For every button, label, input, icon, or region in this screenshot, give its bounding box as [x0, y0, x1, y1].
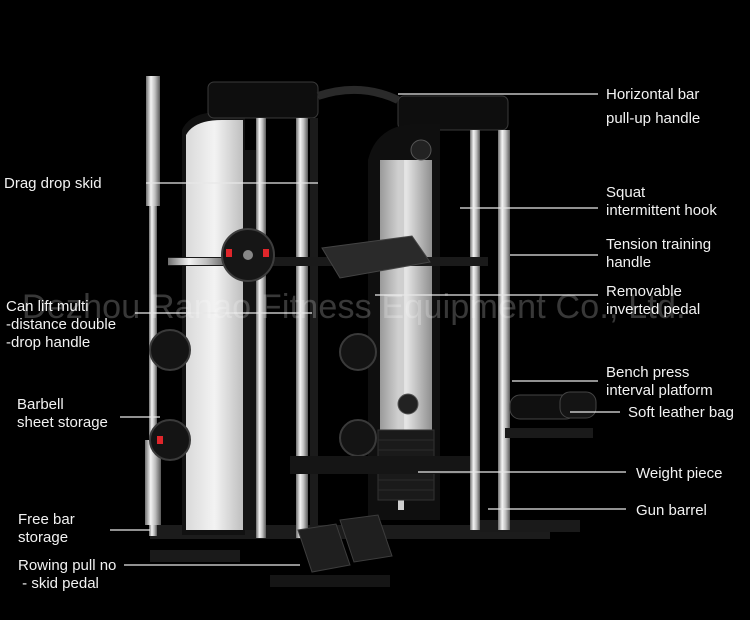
label-soft-leather: Soft leather bag: [628, 404, 734, 421]
label-horizontal-bar: Horizontal bar pull-up handle: [606, 86, 701, 127]
label-free-bar: Free bar storage: [18, 511, 75, 546]
smith-barbell: [168, 228, 488, 282]
plate-storage: [149, 329, 377, 461]
company-watermark: Dezhou Ranao Fitness Equipment Co., Ltd.: [22, 288, 686, 326]
label-squat-hook: Squat intermittent hook: [606, 184, 717, 219]
rowing-pedals: [270, 514, 393, 587]
label-bench-press: Bench press interval platform: [606, 364, 713, 399]
inverted-pedal: [321, 235, 431, 279]
label-can-lift: Can lift multi -distance double -drop ha…: [6, 298, 117, 351]
bench-platform: [290, 391, 597, 474]
top-pullup-frame: [207, 81, 509, 131]
vertical-barbell: [145, 76, 161, 536]
label-drag-drop-skid: Drag drop skid: [4, 175, 102, 192]
callout-lines: [110, 93, 626, 566]
label-gun-barrel: Gun barrel: [636, 502, 707, 519]
label-tension-handle: Tension training handle: [606, 236, 712, 271]
label-barbell-storage: Barbell sheet storage: [17, 396, 108, 431]
label-rowing-pedal: Rowing pull no - skid pedal: [18, 557, 117, 592]
label-removable-pedal: Removable inverted pedal: [606, 283, 701, 318]
label-weight-piece: Weight piece: [636, 465, 723, 482]
